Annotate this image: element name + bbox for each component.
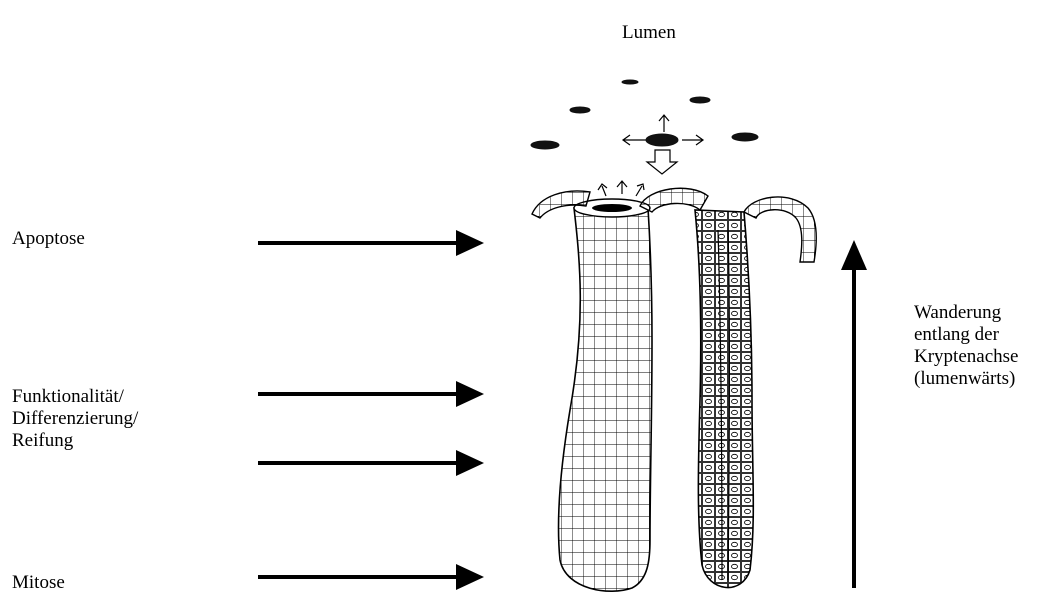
- shed-cell-icon: [531, 80, 758, 149]
- up-arrow-icon: [841, 240, 867, 588]
- release-arrows-icon: [598, 115, 703, 196]
- right-arrow-icon: [258, 381, 484, 407]
- right-arrow-icon: [258, 564, 484, 590]
- crypt-right: [695, 197, 816, 588]
- crypt-left: [532, 188, 708, 591]
- right-arrow-icon: [258, 450, 484, 476]
- right-arrow-icon: [258, 230, 484, 256]
